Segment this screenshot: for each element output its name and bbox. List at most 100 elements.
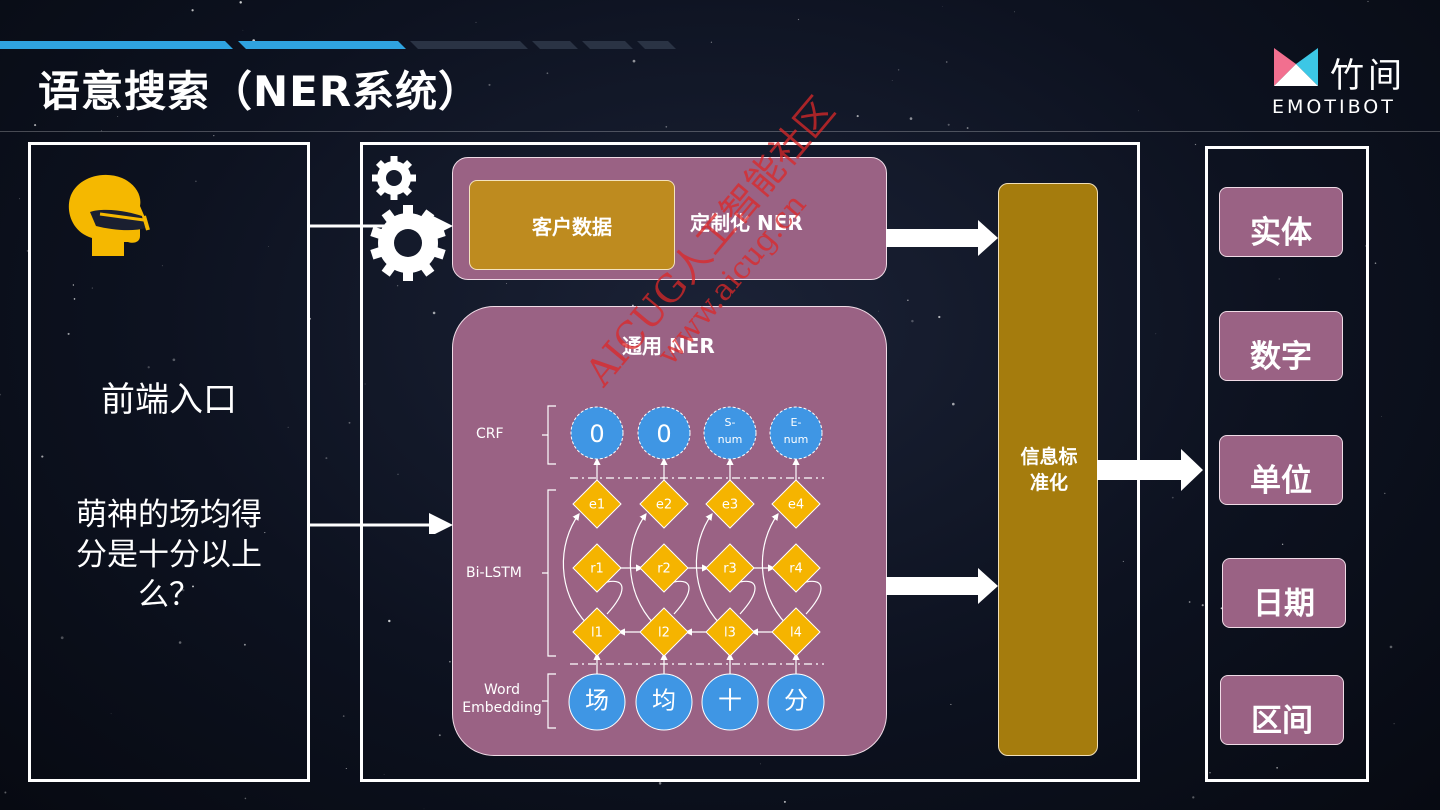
connector-curve [562,513,588,625]
crf-node-label: 0 [589,420,604,448]
star [897,69,900,71]
r-diamond [639,543,689,593]
word-node-label: 分 [784,687,808,715]
star [966,127,969,129]
star [1384,492,1386,495]
word-node [635,673,693,731]
info-normalization-label: 信息标准化 [1020,446,1078,494]
star [345,767,347,770]
star [1192,796,1195,799]
gear-tooth [433,246,446,260]
custom-to-normalize-arrow [886,220,998,256]
r-diamond [771,543,821,593]
logo-subtitle: EMOTIBOT [1272,96,1396,118]
e-node-label: e3 [722,498,738,513]
customer-data-label: 客户数据 [532,214,612,239]
connector-curve [629,513,655,625]
e-node-label: e2 [656,498,672,513]
star [1171,496,1174,499]
bilstm-layer-label: Bi-LSTM [466,565,522,581]
star [658,782,662,785]
e-diamond [572,479,622,529]
normalize-to-output-arrow [1097,449,1203,491]
star [1137,110,1139,112]
star [244,797,247,800]
star [909,117,913,120]
l-node-label: l2 [658,626,670,641]
custom-ner-label: 定制化 NER [690,211,803,235]
r-node-label: r4 [789,562,803,577]
l-diamond [639,607,689,657]
star [0,393,1,396]
e-node-label: e4 [788,498,804,513]
star [947,123,950,126]
r-node-label: r2 [657,562,671,577]
e-node-label: e1 [589,498,605,513]
star [239,1,242,4]
connector-curve [606,580,623,615]
general-to-normalize-arrow [886,568,998,604]
l-node-label: l4 [790,626,802,641]
star [1014,11,1015,13]
star [546,72,549,75]
emotibot-logo-icon [1274,48,1318,86]
star [342,715,345,717]
word-node [767,673,825,731]
word-node [701,673,759,731]
connector-curve [695,513,721,625]
output-number: 数字 [1219,311,1343,381]
connector-curve [739,580,756,615]
info-normalization-box: 信息标准化 [998,183,1098,756]
crf-node-label: 0 [656,420,671,448]
logo-name: 竹间 [1330,56,1406,96]
l-diamond [572,607,622,657]
gear-tooth [390,193,398,200]
star [1188,601,1191,603]
gear-tooth [403,271,413,281]
r-node-label: r3 [723,562,737,577]
frontend-panel [28,142,310,782]
r-diamond [572,543,622,593]
star [1381,416,1383,418]
star [710,41,713,43]
crf-node-label: num [784,433,809,446]
crf-node [637,406,691,460]
gear-tooth [370,226,383,240]
star [797,18,800,21]
output-entity: 实体 [1219,187,1343,257]
l-diamond [705,607,755,657]
gear-tooth [420,262,435,277]
star [945,61,948,63]
connector-curve [761,513,787,625]
user-head-icon [68,174,150,256]
output-unit: 单位 [1219,435,1343,505]
input-arrows [310,214,453,534]
star [191,9,194,12]
star [1155,333,1157,335]
crf-node-label: num [718,433,743,446]
connector-curve [673,580,690,615]
crf-node [703,406,757,460]
page-title: 语意搜索（NER系统） [38,67,482,116]
l-diamond [771,607,821,657]
l-node-label: l3 [724,626,736,641]
word-node [568,673,626,731]
connector-curve [805,580,822,615]
star [1367,0,1369,3]
star [856,115,859,118]
r-node-label: r1 [590,562,604,577]
gear-tooth [372,174,379,182]
star [665,125,668,128]
star [475,21,477,23]
star [632,59,636,63]
word-node-label: 场 [585,687,609,715]
header-progress-bar [0,34,680,49]
frontend-entry-label: 前端入口 [101,380,237,420]
star [423,808,425,810]
e-diamond [771,479,821,529]
gear-tooth [381,209,396,224]
gear-tooth [390,156,398,163]
crf-node [570,406,624,460]
customer-data-box: 客户数据 [469,180,675,270]
